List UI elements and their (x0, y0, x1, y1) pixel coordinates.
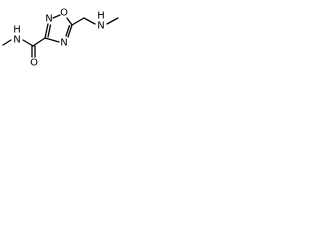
atom-label-carbonyl-o: O (30, 58, 38, 69)
atom-label-layer: N H O N O N N H (13, 8, 105, 69)
atom-label-amide-n: N (13, 35, 20, 46)
atom-label-amide-h: H (13, 25, 21, 36)
bond-ring-c5-ch2 (71, 17, 85, 26)
bond-ring-c5-n4-b (65, 24, 71, 37)
bond-amide-n-carbonyl-c (22, 39, 34, 47)
bond-layer (2, 14, 119, 58)
atom-label-ring-n4: N (60, 38, 67, 49)
bond-carbonyl-c-ring-c3 (32, 37, 46, 47)
atom-label-amine-n: N (97, 21, 104, 32)
bond-methyl-amide-n (2, 39, 12, 46)
atom-label-ring-o1: O (60, 8, 68, 19)
bond-ch2-amine-n (83, 17, 96, 25)
bond-ring-c3-n2-b (47, 24, 52, 38)
bond-ring-o1-c5 (66, 17, 73, 26)
molecule-structure: N H O N O N N H (2, 8, 119, 69)
bond-ring-n4-c3 (44, 37, 60, 43)
atom-label-ring-n2: N (45, 14, 52, 25)
bond-ring-n2-o1 (52, 14, 61, 19)
bond-ring-c5-n4-a (67, 24, 73, 38)
bond-amine-n-methyl (106, 17, 119, 25)
bond-ring-c3-n2-a (44, 23, 49, 39)
atom-label-amine-h: H (97, 11, 105, 22)
